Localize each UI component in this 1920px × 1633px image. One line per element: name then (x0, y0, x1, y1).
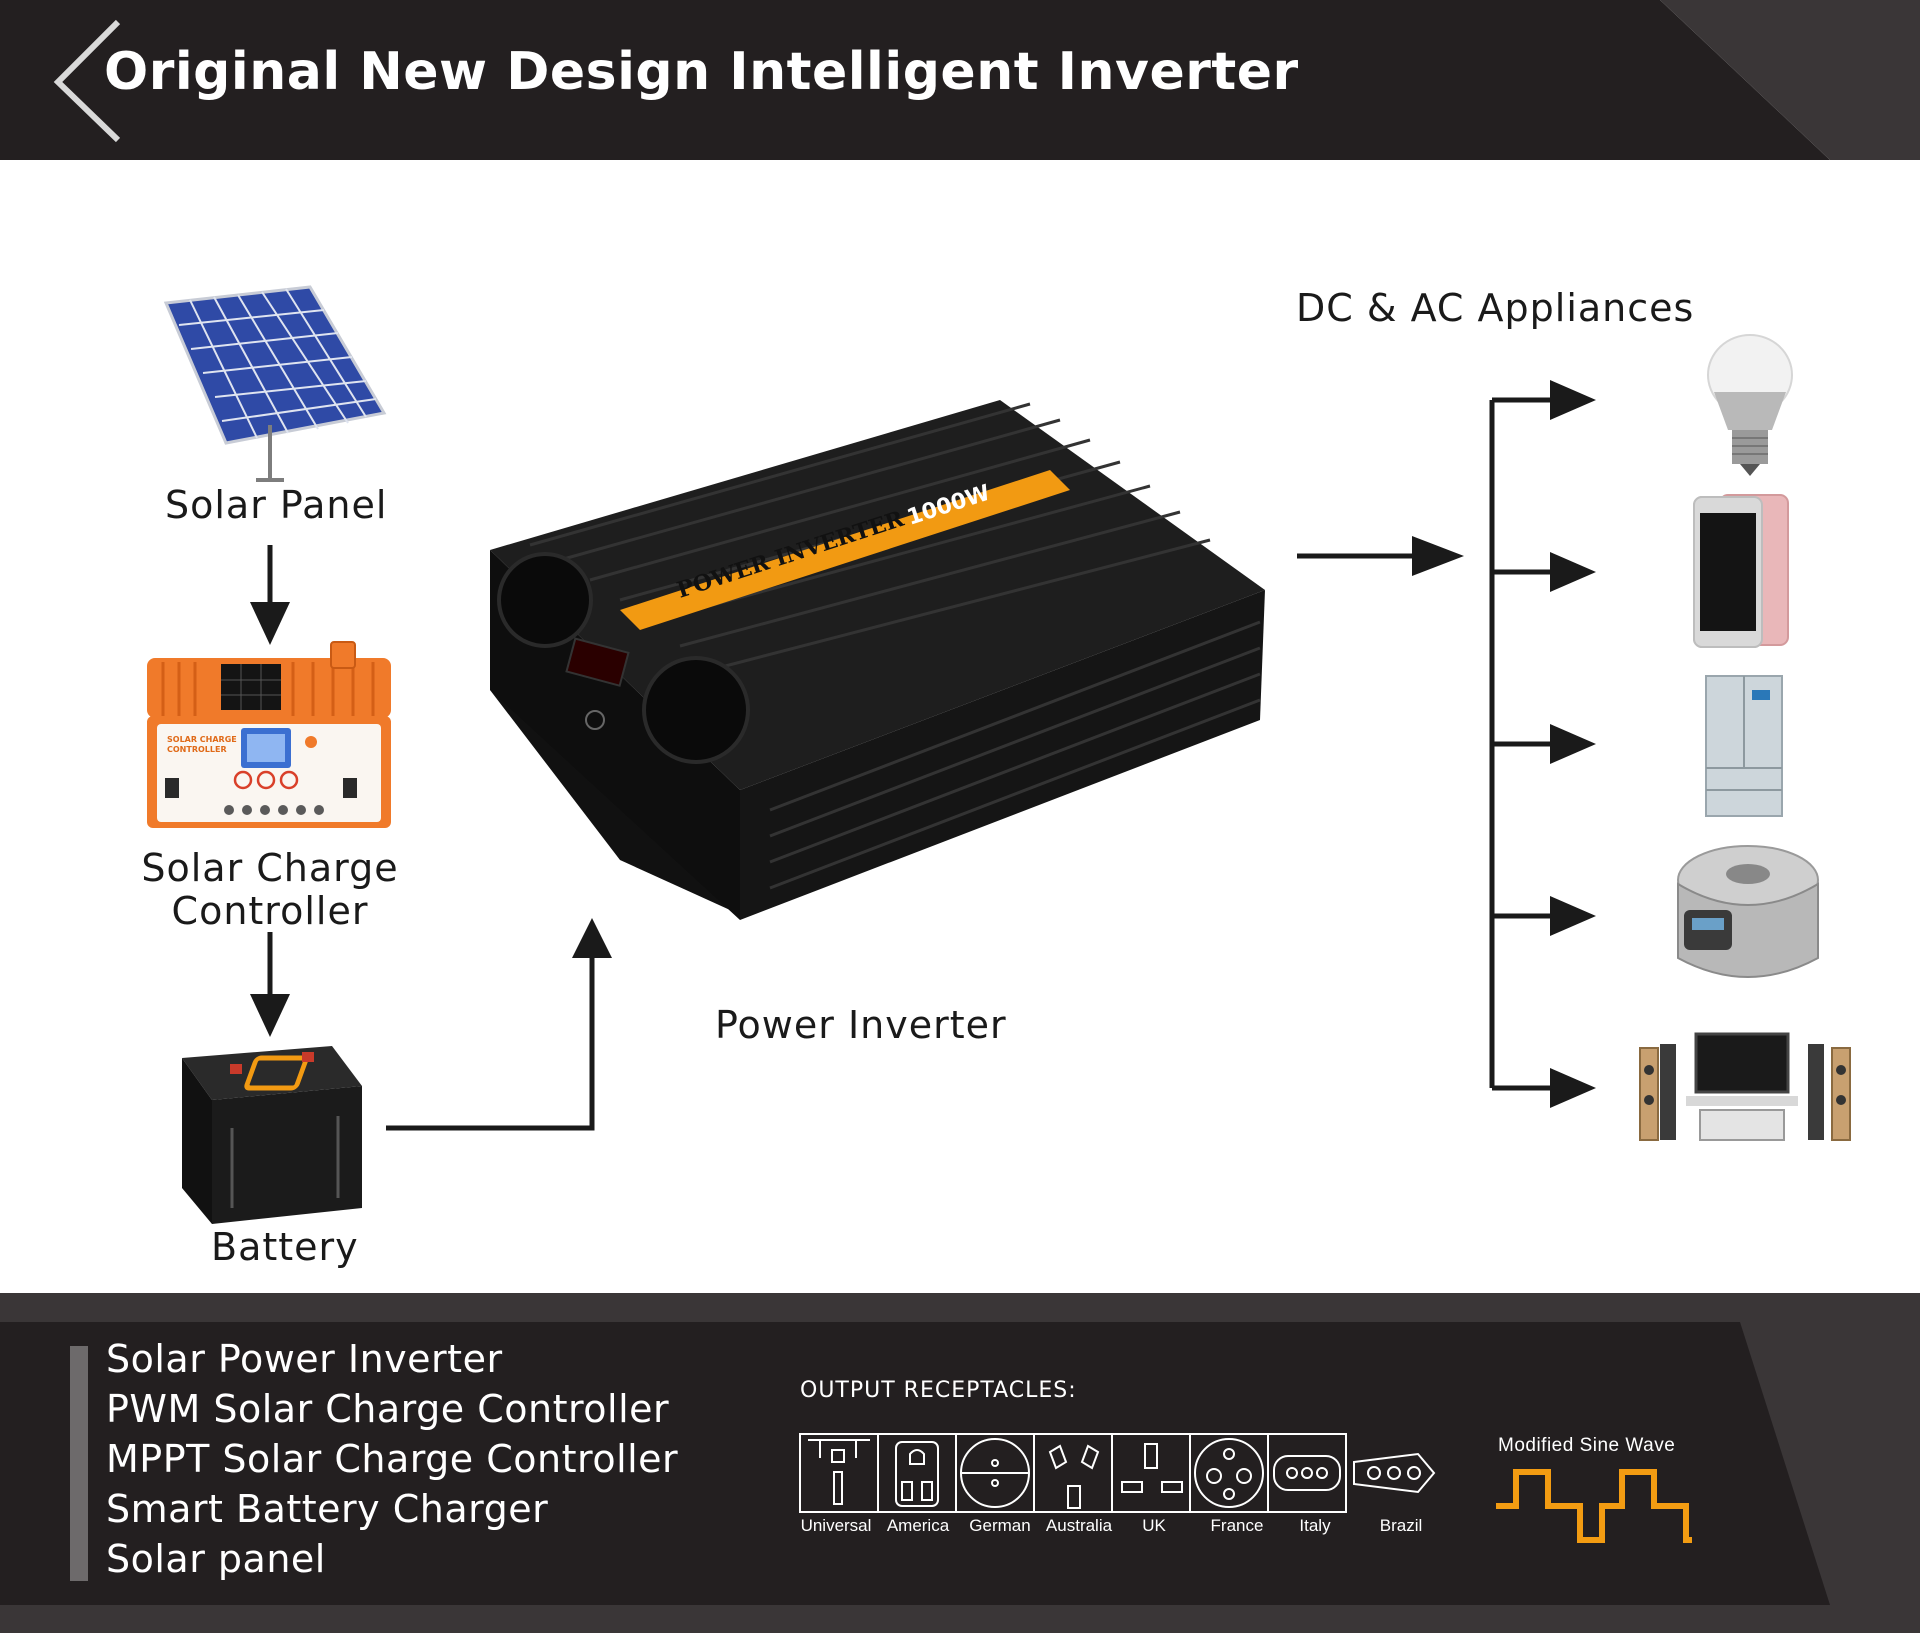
refrigerator-icon (1705, 675, 1783, 817)
light-bulb-icon (1707, 334, 1793, 476)
arrow-battery-to-inverter (386, 952, 595, 1131)
svg-text:CONTROLLER: CONTROLLER (167, 745, 227, 754)
feature-item: Solar panel (106, 1537, 326, 1581)
wave-line (1496, 1469, 1692, 1543)
header-band (0, 0, 1830, 160)
receptacles-title: OUTPUT RECEPTACLES: (800, 1378, 1077, 1403)
arrowhead-up (572, 918, 612, 958)
arrowhead-right-main (1412, 536, 1464, 576)
receptacle-label: Italy (1299, 1516, 1331, 1535)
home-theater-icon (1639, 1032, 1851, 1141)
receptacle-label: America (886, 1516, 950, 1535)
page-title: Original New Design Intelligent Inverter (104, 42, 1299, 102)
footer-accent-bar (70, 1346, 88, 1581)
battery-icon (182, 1046, 362, 1224)
controller-label-line2: Controller (171, 889, 369, 933)
back-chevron-icon (53, 19, 121, 143)
battery-label: Battery (211, 1225, 359, 1269)
modified-sine-wave-icon (1496, 1469, 1692, 1543)
feature-item: PWM Solar Charge Controller (106, 1387, 670, 1431)
arrowhead-down-1 (250, 602, 290, 645)
receptacle-label: Universal (800, 1516, 872, 1535)
feature-item: Solar Power Inverter (106, 1337, 503, 1381)
uk-socket-icon (1111, 1433, 1191, 1513)
header-corner (1660, 0, 1920, 160)
power-inverter-icon: POWER INVERTER 1000W (490, 400, 1265, 920)
wave-label: Modified Sine Wave (1498, 1435, 1676, 1456)
svg-text:SOLAR CHARGE: SOLAR CHARGE (167, 735, 237, 744)
rice-cooker-icon (1677, 845, 1819, 978)
appliances-label: DC & AC Appliances (1296, 286, 1695, 330)
charge-controller-icon: SOLAR CHARGE CONTROLLER (147, 641, 391, 828)
inverter-label-strip (620, 470, 1070, 630)
feature-item: Smart Battery Charger (106, 1487, 549, 1531)
france-socket-icon (1189, 1433, 1269, 1513)
receptacle-label: UK (1142, 1516, 1166, 1535)
solar-panel-label: Solar Panel (165, 483, 388, 527)
italy-socket-icon (1267, 1433, 1347, 1513)
feature-item: MPPT Solar Charge Controller (106, 1437, 679, 1481)
receptacle-icons (799, 1433, 1436, 1513)
receptacle-label: Australia (1045, 1516, 1113, 1535)
smartphone-icon (1693, 494, 1789, 648)
australia-socket-icon (1033, 1433, 1113, 1513)
receptacle-label: Brazil (1379, 1516, 1423, 1535)
receptacle-label: German (969, 1516, 1031, 1535)
controller-label-line1: Solar Charge (141, 846, 399, 890)
solar-panel-icon (163, 285, 387, 482)
receptacle-label: France (1210, 1516, 1264, 1535)
arrowhead-down-2 (250, 994, 290, 1037)
america-socket-icon (877, 1433, 957, 1513)
inverter-label: Power Inverter (715, 1003, 1007, 1047)
